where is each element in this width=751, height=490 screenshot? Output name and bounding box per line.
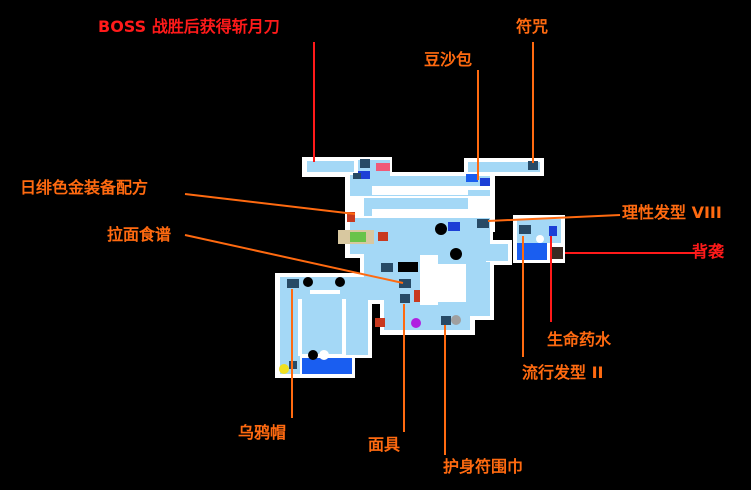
label-life-potion: 生命药水 xyxy=(547,330,612,349)
label-backstab: 背袭 xyxy=(692,242,725,261)
label-crow-hat: 乌鸦帽 xyxy=(238,423,287,442)
label-amulet-scarf: 护身符围巾 xyxy=(443,457,524,476)
label-hairstyle-viii: 理性发型 VIII xyxy=(622,203,722,222)
label-gold-outfit-recipe: 日绯色金装备配方 xyxy=(20,178,149,197)
map-water xyxy=(302,174,547,374)
label-ramen-recipe: 拉面食谱 xyxy=(107,225,172,244)
label-boss-reward: BOSS 战胜后获得斩月刀 xyxy=(98,17,280,36)
map-pits xyxy=(303,223,462,360)
label-hairstyle-ii: 流行发型 II xyxy=(522,363,604,382)
label-talisman: 符咒 xyxy=(516,17,549,36)
label-mask: 面具 xyxy=(368,435,401,454)
map-tiles xyxy=(338,163,390,244)
label-bean-bun: 豆沙包 xyxy=(424,50,473,69)
map-chests xyxy=(287,159,563,369)
callout-lines xyxy=(184,42,700,455)
map-interior-walls xyxy=(310,187,470,305)
